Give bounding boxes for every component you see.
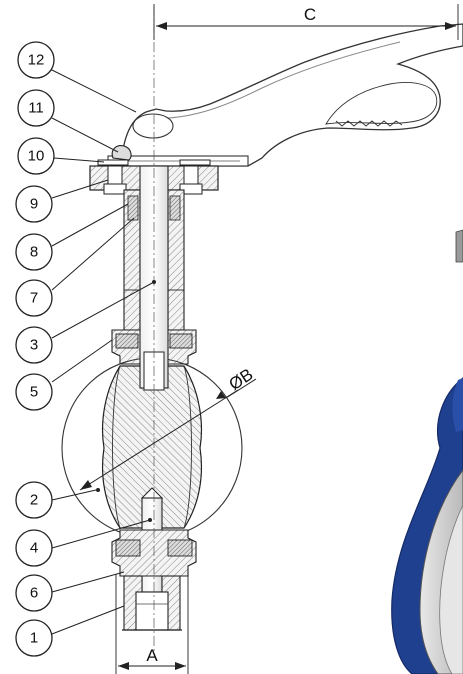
leader-12 xyxy=(47,67,137,113)
callouts: 12 11 10 9 8 7 3 5 xyxy=(15,41,55,657)
callout-6-label: 6 xyxy=(30,585,38,602)
dim-b-ext xyxy=(225,378,257,399)
leader-3 xyxy=(51,281,155,339)
upper-seal-left xyxy=(115,333,139,349)
bottom-cap xyxy=(135,591,169,631)
handle-lever xyxy=(97,23,463,167)
dim-b-line xyxy=(79,389,239,491)
leader-2-dot xyxy=(96,488,100,492)
leader-4-dot xyxy=(148,518,152,522)
callout-5-label: 5 xyxy=(30,384,38,401)
leader-5 xyxy=(51,339,113,383)
callout-12-label: 12 xyxy=(28,52,45,69)
callout-7-label: 7 xyxy=(30,290,38,307)
handle-highlight xyxy=(167,41,401,119)
lower-seal-left xyxy=(115,539,141,557)
handle-grip-opening xyxy=(325,82,438,125)
callout-8-label: 8 xyxy=(30,244,38,261)
valve-body-edge xyxy=(455,229,463,263)
leader-10 xyxy=(53,157,105,163)
handle-grip-serration xyxy=(335,120,403,127)
callout-12: 12 xyxy=(17,41,55,79)
leader-7 xyxy=(51,217,135,291)
callout-8: 8 xyxy=(15,233,53,271)
valve-body-view xyxy=(391,229,463,674)
valve-body-edge-lower xyxy=(452,378,463,432)
dimension-a: A xyxy=(115,574,189,674)
dim-c-label: C xyxy=(304,5,316,24)
dimension-c: C xyxy=(153,4,459,40)
callout-1: 1 xyxy=(15,619,53,657)
dim-b-arrow-lower xyxy=(80,480,92,490)
callout-10-label: 10 xyxy=(28,148,45,165)
leader-2 xyxy=(51,489,97,501)
upper-seal-right xyxy=(169,333,193,349)
neck-bushing-8-right xyxy=(169,195,181,221)
callout-4-label: 4 xyxy=(30,540,38,557)
leader-3-dot xyxy=(152,280,156,284)
dim-a-arrow-right xyxy=(175,662,186,670)
detent-pin xyxy=(111,145,132,161)
callout-11-label: 11 xyxy=(28,100,44,117)
leader-8 xyxy=(51,203,129,247)
callout-5: 5 xyxy=(15,373,53,411)
leader-6 xyxy=(51,571,125,593)
dim-c-arrow-left xyxy=(156,22,167,30)
leader-1 xyxy=(51,605,125,635)
leader-9 xyxy=(51,179,109,199)
washer-right xyxy=(179,159,211,166)
dim-c-arrow-right xyxy=(445,22,456,30)
handle-body xyxy=(122,23,463,167)
disc-inner-curve-right xyxy=(183,365,192,529)
callout-4: 4 xyxy=(15,529,53,567)
disc-inner-curve-left xyxy=(112,365,121,529)
dim-b-arrow-upper xyxy=(216,391,226,399)
callout-6: 6 xyxy=(15,574,53,612)
callout-7: 7 xyxy=(15,279,53,317)
callout-1-label: 1 xyxy=(30,630,38,647)
callout-9-label: 9 xyxy=(30,196,38,213)
callout-2-label: 2 xyxy=(30,492,38,509)
leader-4 xyxy=(51,519,151,549)
callout-3-label: 3 xyxy=(30,337,38,354)
bolt-left-nut xyxy=(103,183,127,195)
bolt-right-nut xyxy=(179,183,203,195)
callout-9: 9 xyxy=(15,185,53,223)
dim-a-arrow-left xyxy=(118,662,129,670)
callout-11: 11 xyxy=(17,89,55,127)
dim-a-label: A xyxy=(146,646,158,665)
neck-bushing-8 xyxy=(127,195,139,221)
callout-3: 3 xyxy=(15,326,53,364)
leader-lines xyxy=(47,67,156,635)
leader-11 xyxy=(51,117,119,153)
lower-seal-right xyxy=(167,539,193,557)
handle-hub xyxy=(132,113,174,139)
washer-left xyxy=(97,159,129,166)
valve-liner-inner xyxy=(439,504,463,674)
dim-b-label: ØB xyxy=(226,365,257,394)
callout-2: 2 xyxy=(15,481,53,519)
callout-10: 10 xyxy=(17,137,55,175)
